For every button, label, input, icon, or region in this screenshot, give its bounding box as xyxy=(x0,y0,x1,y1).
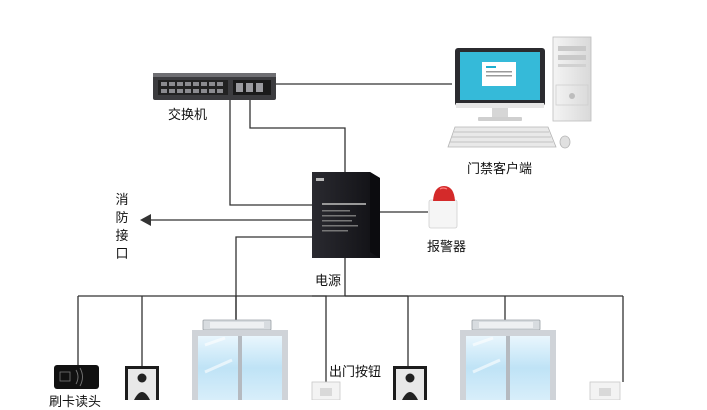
connection-lines xyxy=(77,83,624,382)
switch-label: 交换机 xyxy=(168,108,208,123)
power-label: 电源 xyxy=(315,274,342,289)
exit-button-right xyxy=(589,381,621,400)
client-label: 门禁客户端 xyxy=(467,162,533,177)
left-door xyxy=(192,319,288,400)
card-reader-left xyxy=(54,365,99,389)
right-door xyxy=(460,319,556,400)
exit-button-left xyxy=(311,381,341,400)
alarm-siren xyxy=(428,186,458,229)
fire-interface-arrow xyxy=(140,214,151,226)
face-terminal-right xyxy=(393,366,427,400)
access-control-diagram xyxy=(54,36,624,400)
face-terminal-left xyxy=(125,366,159,400)
exit-button-label: 出门按钮 xyxy=(329,365,382,380)
client-computer xyxy=(447,36,592,149)
card-reader-label: 刷卡读头 xyxy=(49,395,102,410)
access-controller xyxy=(312,172,380,258)
alarm-label: 报警器 xyxy=(427,240,467,255)
fire-interface-label: 消防接口 xyxy=(115,193,129,262)
network-switch xyxy=(153,73,276,100)
